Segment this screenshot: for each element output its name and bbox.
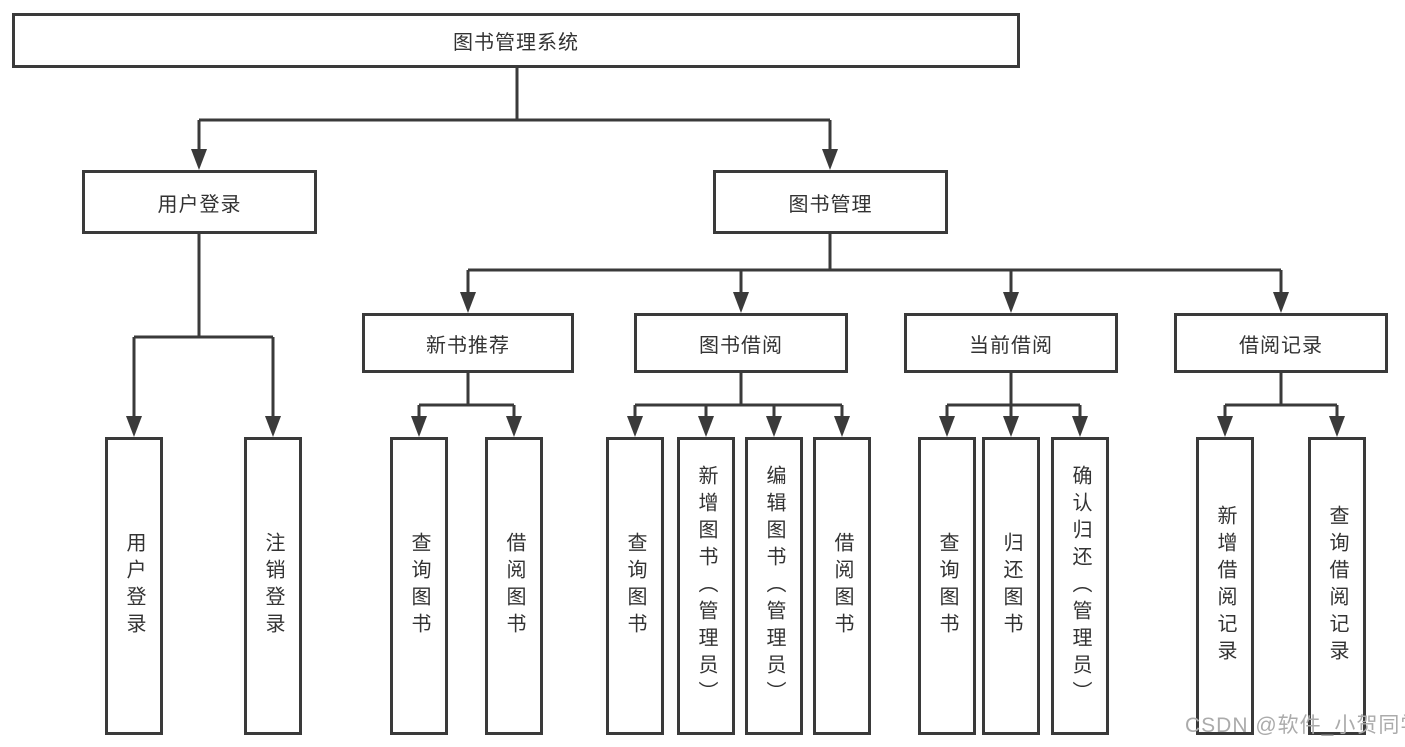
leaf-add-book-admin: 新增图书（管理员） (677, 437, 735, 735)
leaf-edit-book-admin: 编辑图书（管理员） (745, 437, 803, 735)
arrow-down-icon (1329, 416, 1345, 437)
leaf-borrow-books-borrowing: 借阅图书 (813, 437, 871, 735)
arrow-down-icon (1003, 416, 1019, 437)
leaf-borrow-books-recommend: 借阅图书 (485, 437, 543, 735)
arrow-down-icon (191, 149, 207, 170)
leaf-label: 编辑图书（管理员） (763, 464, 785, 708)
arrow-down-icon (627, 416, 643, 437)
leaf-confirm-return-admin: 确认归还（管理员） (1051, 437, 1109, 735)
leaf-label: 确认归还（管理员） (1069, 464, 1091, 708)
leaf-logout: 注销登录 (244, 437, 302, 735)
node-borrowing-records: 借阅记录 (1174, 313, 1388, 373)
arrow-down-icon (698, 416, 714, 437)
leaf-query-borrow-record: 查询借阅记录 (1308, 437, 1366, 735)
node-book-management: 图书管理 (713, 170, 948, 234)
arrow-down-icon (1003, 292, 1019, 313)
leaf-label: 查询借阅记录 (1326, 505, 1348, 667)
leaf-label: 查询图书 (624, 532, 646, 640)
node-user-login: 用户登录 (82, 170, 317, 234)
arrow-down-icon (126, 416, 142, 437)
leaf-label: 借阅图书 (831, 532, 853, 640)
leaf-return-books: 归还图书 (982, 437, 1040, 735)
arrow-down-icon (265, 416, 281, 437)
leaf-label: 新增图书（管理员） (695, 464, 717, 708)
leaf-user-login: 用户登录 (105, 437, 163, 735)
arrow-down-icon (834, 416, 850, 437)
arrow-down-icon (411, 416, 427, 437)
leaf-label: 查询图书 (408, 532, 430, 640)
leaf-label: 注销登录 (262, 532, 284, 640)
connector-user-login-to-leaves (126, 234, 281, 437)
leaf-label: 查询图书 (936, 532, 958, 640)
arrow-down-icon (939, 416, 955, 437)
leaf-label: 用户登录 (123, 532, 145, 640)
leaf-label: 归还图书 (1000, 532, 1022, 640)
leaf-query-books-current: 查询图书 (918, 437, 976, 735)
leaf-label: 借阅图书 (503, 532, 525, 640)
arrow-down-icon (822, 149, 838, 170)
node-book-borrowing: 图书借阅 (634, 313, 848, 373)
arrow-down-icon (1273, 292, 1289, 313)
arrow-down-icon (460, 292, 476, 313)
connector-book-management-to-modules (460, 234, 1289, 313)
csdn-watermark: CSDN @软件_小贺同学 (1185, 714, 1405, 737)
leaf-label: 新增借阅记录 (1214, 505, 1236, 667)
node-new-book-recommend: 新书推荐 (362, 313, 574, 373)
connector-new-book-recommend-to-leaves (411, 373, 522, 437)
leaf-query-books-borrowing: 查询图书 (606, 437, 664, 735)
arrow-down-icon (1217, 416, 1233, 437)
arrow-down-icon (766, 416, 782, 437)
leaf-add-borrow-record: 新增借阅记录 (1196, 437, 1254, 735)
node-library-management-system: 图书管理系统 (12, 13, 1020, 68)
connector-borrowing-records-to-leaves (1217, 373, 1345, 437)
node-current-borrowing: 当前借阅 (904, 313, 1118, 373)
connector-book-borrowing-to-leaves (627, 373, 850, 437)
arrow-down-icon (733, 292, 749, 313)
arrow-down-icon (506, 416, 522, 437)
leaf-query-books-recommend: 查询图书 (390, 437, 448, 735)
connector-current-borrowing-to-leaves (939, 373, 1088, 437)
connector-root-to-level2 (191, 68, 838, 170)
arrow-down-icon (1072, 416, 1088, 437)
